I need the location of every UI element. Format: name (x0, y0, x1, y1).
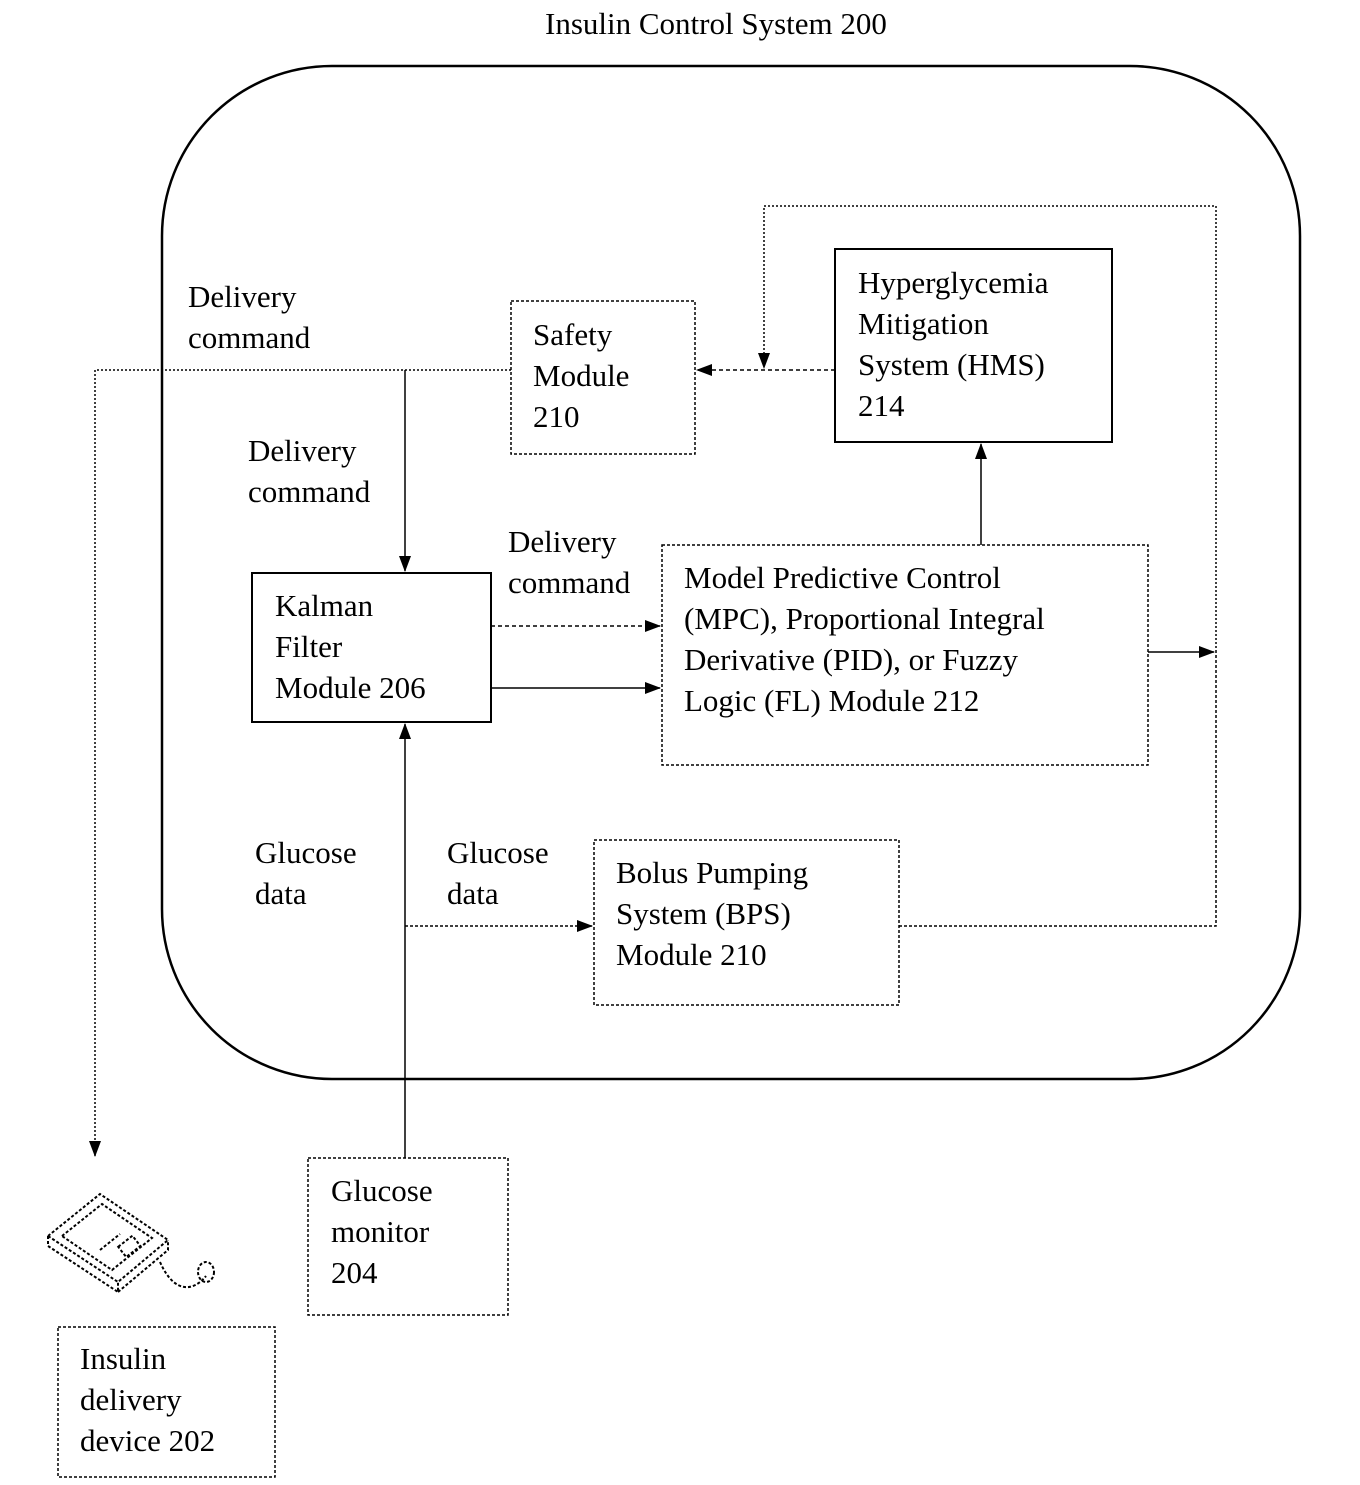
bps-module-label: Bolus Pumping System (BPS) Module 210 (616, 852, 808, 975)
glucose-monitor-label: Glucose monitor 204 (331, 1170, 433, 1293)
hms-label: Hyperglycemia Mitigation System (HMS) 21… (858, 262, 1049, 426)
glucose-data-right-label: Glucose data (447, 832, 549, 914)
glucose-data-left-label: Glucose data (255, 832, 357, 914)
diagram-title: Insulin Control System 200 (545, 4, 887, 44)
insulin-delivery-device-label: Insulin delivery device 202 (80, 1338, 215, 1461)
delivery-command-outer-label: Delivery command (188, 276, 310, 358)
delivery-command-mpc-label: Delivery command (508, 521, 630, 603)
safety-module-label: Safety Module 210 (533, 314, 629, 437)
delivery-command-kalman-label: Delivery command (248, 430, 370, 512)
insulin-pump-icon (48, 1194, 214, 1292)
mpc-module-label: Model Predictive Control (MPC), Proporti… (684, 557, 1045, 721)
kalman-filter-label: Kalman Filter Module 206 (275, 585, 426, 708)
